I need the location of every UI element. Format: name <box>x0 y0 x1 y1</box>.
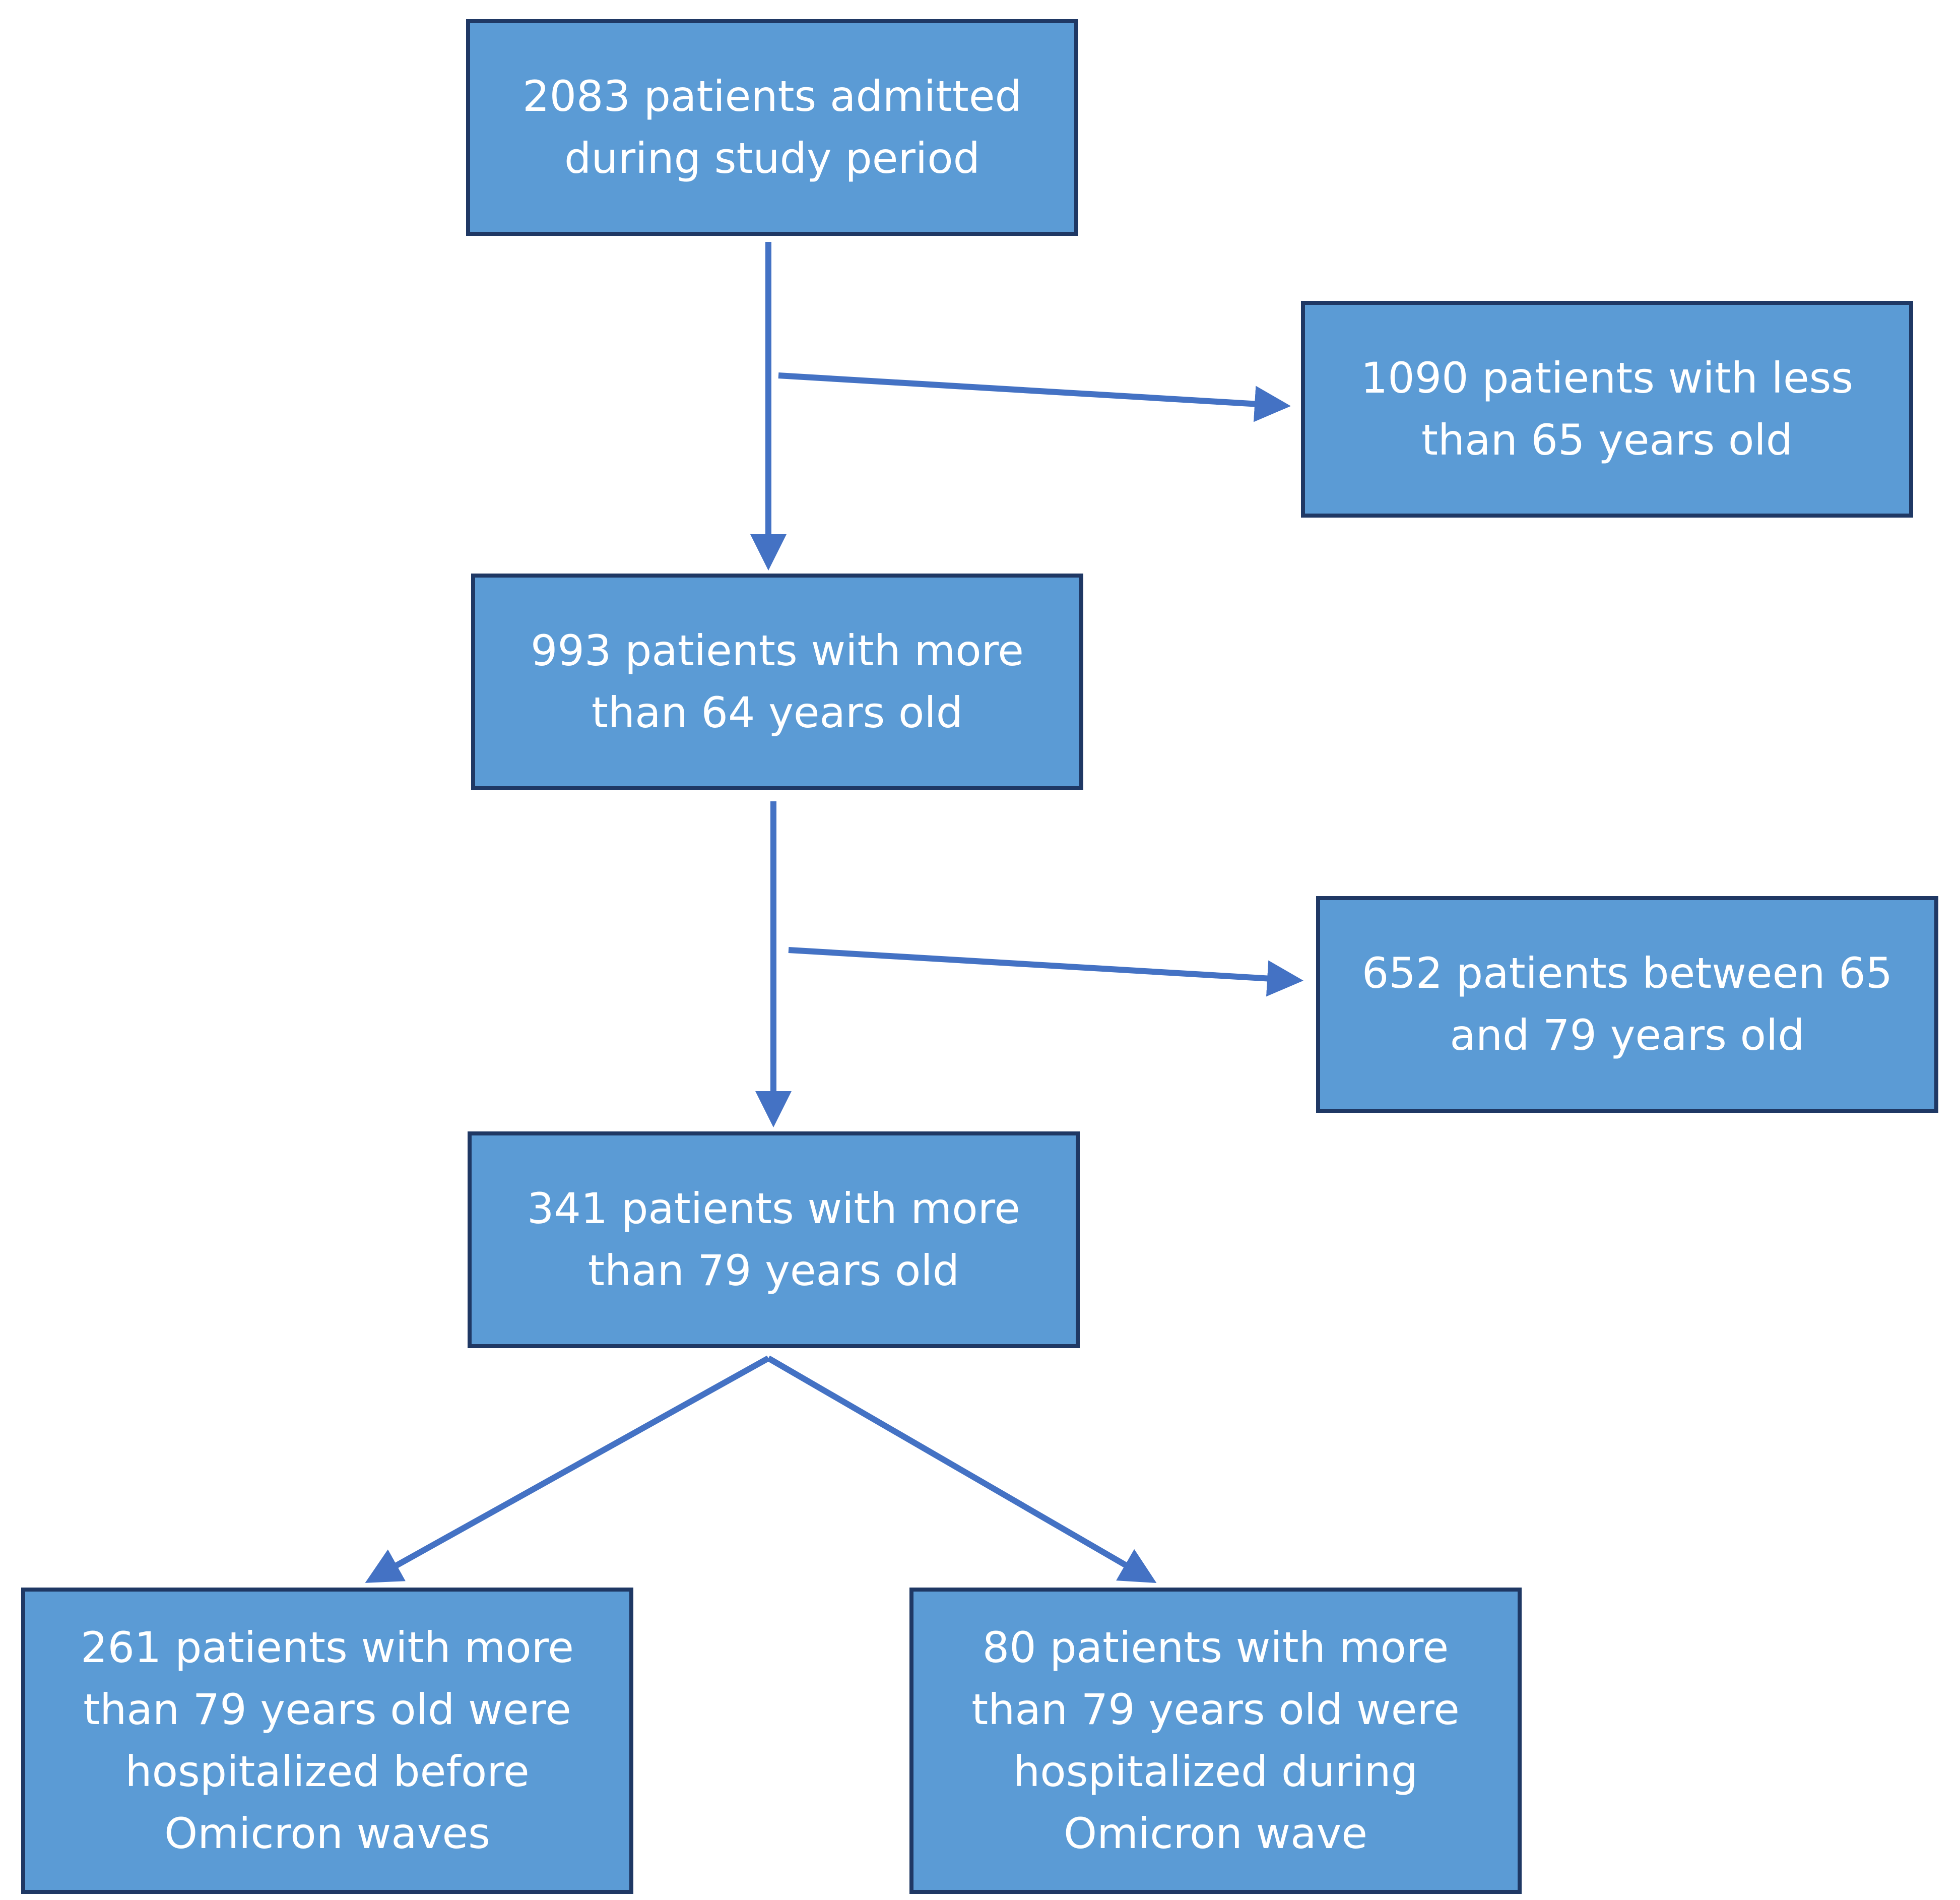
box-during-omicron-line-4: Omicron wave <box>1063 1809 1368 1858</box>
box-over79: 341 patients with more than 79 years old <box>468 1131 1080 1348</box>
box-during-omicron-line-2: than 79 years old were <box>971 1685 1460 1734</box>
box-between65and79-line-1: 652 patients between 65 <box>1361 948 1893 998</box>
box-before-omicron-line-1: 261 patients with more <box>81 1623 574 1672</box>
box-before-omicron-line-2: than 79 years old were <box>83 1685 571 1734</box>
box-over64-line-2: than 64 years old <box>591 688 963 737</box>
box-over79-line-1: 341 patients with more <box>527 1184 1020 1233</box>
box-admitted-line-1: 2083 patients admitted <box>522 72 1022 121</box>
box-over64: 993 patients with more than 64 years old <box>471 574 1083 790</box>
box-over79-line-2: than 79 years old <box>587 1246 960 1295</box>
arrow-over79-to-during-omicron <box>766 1355 1157 1584</box>
box-before-omicron-line-3: hospitalized before <box>125 1747 530 1796</box>
arrow-over79-to-before-omicron <box>365 1355 770 1583</box>
box-during-omicron: 80 patients with more than 79 years old … <box>909 1588 1522 1894</box>
box-during-omicron-line-3: hospitalized during <box>1013 1747 1418 1796</box>
box-admitted: 2083 patients admitted during study peri… <box>466 19 1078 236</box>
box-under65-line-2: than 65 years old <box>1421 415 1793 465</box>
box-between65and79-line-2: and 79 years old <box>1450 1010 1805 1060</box>
arrow-exclude-65-to-79 <box>788 947 1303 997</box>
box-over64-line-1: 993 patients with more <box>531 626 1024 675</box>
box-between65and79: 652 patients between 65 and 79 years old <box>1316 896 1938 1113</box>
box-before-omicron: 261 patients with more than 79 years old… <box>21 1588 633 1894</box>
box-before-omicron-line-4: Omicron waves <box>164 1809 490 1858</box>
arrow-exclude-under65 <box>778 372 1291 422</box>
box-under65: 1090 patients with less than 65 years ol… <box>1301 301 1913 518</box>
box-during-omicron-line-1: 80 patients with more <box>982 1623 1449 1672</box>
box-admitted-line-2: during study period <box>564 134 980 183</box>
box-under65-line-1: 1090 patients with less <box>1360 353 1854 403</box>
